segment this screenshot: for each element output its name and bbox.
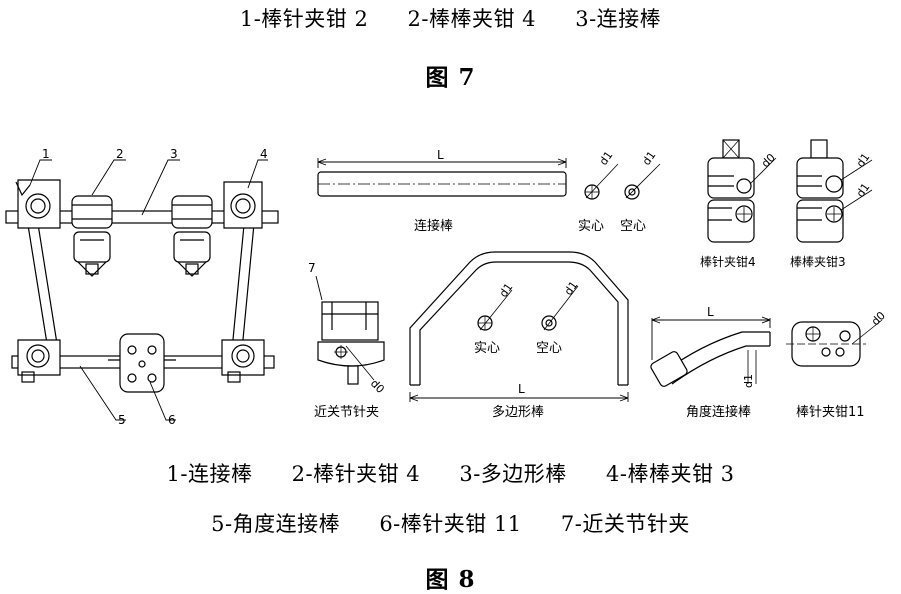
callout-number: 1 xyxy=(42,147,50,161)
rod-pin-clamp-icon xyxy=(15,179,61,229)
rod-rod-clamp-icon xyxy=(171,195,213,277)
near-joint-clamp-label: 近关节针夹 xyxy=(314,405,379,420)
dim-d0-label: d0 xyxy=(368,377,387,396)
rod-rod-clamp-icon xyxy=(71,195,113,277)
callout-number: 6 xyxy=(168,413,176,427)
solid-label: 实心 xyxy=(474,341,500,356)
dim-d1-label: d1 xyxy=(562,279,581,298)
fig7-legend-item: 2-棒棒夹钳 4 xyxy=(407,7,537,31)
rod-pin-clamp-11-drawing xyxy=(786,319,883,367)
fig8-legend-item: 4-棒棒夹钳 3 xyxy=(606,462,735,486)
fig7-legend-item: 3-连接棒 xyxy=(575,7,662,31)
polygon-rod-drawing xyxy=(409,251,629,402)
callout-number: 3 xyxy=(170,147,178,161)
hollow-label: 空心 xyxy=(620,219,646,234)
rod-pin-clamp-11-label: 棒针夹钳11 xyxy=(796,405,865,420)
callout-number: 7 xyxy=(308,261,316,275)
callout-number: 5 xyxy=(118,413,126,427)
near-joint-pin-clamp-drawing xyxy=(315,275,385,385)
dim-d0-label: d0 xyxy=(869,309,888,328)
rod-pin-clamp-icon xyxy=(221,339,265,383)
fig8-legend-item: 5-角度连接棒 xyxy=(211,512,341,536)
rod-pin-clamp-icon xyxy=(17,339,61,383)
rod-rod-clamp-3-drawing xyxy=(796,139,873,243)
angle-rod-label: 角度连接棒 xyxy=(686,404,751,420)
fig7-title: 图 7 xyxy=(425,64,476,91)
rod-pin-clamp-icon xyxy=(223,181,263,229)
dim-d0-label: d0 xyxy=(759,151,778,170)
fig7-legend: 1-棒针夹钳 2 2-棒棒夹钳 4 3-连接棒 xyxy=(0,3,901,33)
fig8-legend-item: 1-连接棒 xyxy=(166,462,253,486)
dim-length-label: L xyxy=(518,382,525,396)
dim-d1-label: d1 xyxy=(497,281,516,300)
rod-pin-clamp-4-drawing xyxy=(707,139,777,243)
fig8-legend-item: 6-棒针夹钳 11 xyxy=(379,512,522,536)
fig7-frame-assembly xyxy=(5,159,279,421)
rod-pin-clamp-11-icon xyxy=(108,333,176,393)
fig8-legend-item: 7-近关节针夹 xyxy=(560,512,690,536)
angle-connecting-rod-drawing xyxy=(650,316,771,387)
fig8-legend-item: 3-多边形棒 xyxy=(459,462,567,486)
polygon-rod-label: 多边形棒 xyxy=(492,404,544,420)
fig8-legend-item: 2-棒针夹钳 4 xyxy=(291,462,421,486)
callout-number: 2 xyxy=(116,147,124,161)
straight-rod-drawing xyxy=(317,158,661,200)
dim-d1-label: d1 xyxy=(854,181,873,200)
hollow-label: 空心 xyxy=(536,341,562,356)
dim-d1-label: d1 xyxy=(742,374,755,388)
rod-pin-clamp-4-label: 棒针夹钳4 xyxy=(700,254,756,269)
callout-number: 4 xyxy=(260,147,268,161)
fig8-title: 图 8 xyxy=(425,566,476,593)
solid-label: 实心 xyxy=(578,219,604,234)
dim-length-label: L xyxy=(437,148,444,162)
fig7-legend-item: 1-棒针夹钳 2 xyxy=(239,7,369,31)
dim-d1-label: d1 xyxy=(640,149,659,168)
rod-rod-clamp-3-label: 棒棒夹钳3 xyxy=(790,255,846,269)
dim-d1-label: d1 xyxy=(854,151,873,170)
dim-length-label: L xyxy=(707,305,714,319)
straight-rod-label: 连接棒 xyxy=(414,218,453,234)
dim-d1-label: d1 xyxy=(597,149,616,168)
fig8-legend-row1: 1-连接棒 2-棒针夹钳 4 3-多边形棒 4-棒棒夹钳 3 xyxy=(0,458,901,488)
fig8-legend-row2: 5-角度连接棒 6-棒针夹钳 11 7-近关节针夹 xyxy=(0,508,901,538)
